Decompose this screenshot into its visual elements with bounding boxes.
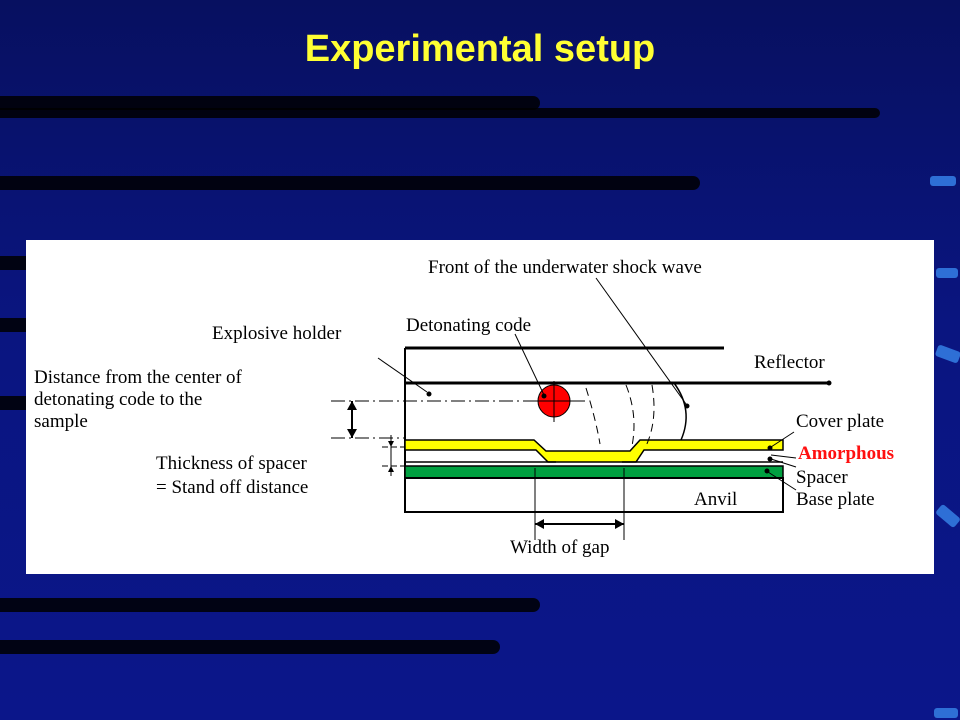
label-thickness-line1: Thickness of spacer (156, 453, 307, 474)
leader-spacer-dot (767, 456, 773, 462)
leader-spacer (770, 458, 797, 468)
anvil-box (404, 477, 784, 513)
label-distance-line2: detonating code to the (34, 389, 203, 410)
label-anvil: Anvil (694, 489, 738, 510)
shock-arc-3 (645, 384, 655, 447)
thickness-arrow-head-up (388, 466, 394, 472)
label-distance-line1: Distance from the center of (34, 367, 242, 388)
label-spacer: Spacer (796, 467, 848, 488)
diagram-panel: Front of the underwater shock wave Deton… (26, 240, 934, 574)
decor-stripe (0, 640, 500, 654)
leader-shock-front (595, 277, 687, 405)
slide-title: Experimental setup (304, 28, 656, 70)
leader-cover-plate (770, 431, 795, 448)
label-width-of-gap: Width of gap (510, 537, 610, 558)
label-shock-front: Front of the underwater shock wave (428, 257, 702, 278)
setup-diagram (331, 277, 832, 540)
gap-arrow-left (535, 519, 544, 529)
label-reflector: Reflector (754, 352, 825, 373)
leader-detonating-code (514, 333, 545, 396)
label-base-plate: Base plate (796, 489, 875, 510)
distance-arrow-head-up (347, 401, 357, 410)
label-cover-plate: Cover plate (796, 411, 885, 432)
reflector-pointer-dot (826, 380, 832, 386)
decor-stripe (0, 176, 700, 190)
thickness-arrow-head-down (388, 441, 394, 447)
cover-plate-shape (404, 439, 784, 463)
shock-front-arc (673, 382, 687, 441)
accent-mark (930, 176, 956, 186)
label-distance-line3: sample (34, 411, 88, 432)
gap-arrow-right (615, 519, 624, 529)
distance-arrow-head-down (347, 429, 357, 438)
label-amorphous: Amorphous (798, 443, 895, 464)
leader-base-plate (767, 471, 797, 491)
leader-holder-dot (426, 391, 432, 397)
decor-stripe (0, 598, 540, 612)
leader-shock-dot (684, 403, 690, 409)
leader-base-dot (764, 468, 770, 474)
leader-amorphous (770, 454, 797, 459)
label-thickness-line2: = Stand off distance (156, 477, 309, 498)
leader-explosive-holder (377, 357, 428, 393)
base-plate-shape (404, 465, 784, 479)
leader-cover-dot (767, 445, 773, 451)
shock-arc-1 (585, 387, 601, 445)
accent-mark (934, 708, 958, 718)
accent-mark (936, 268, 958, 278)
label-detonating-code: Detonating code (406, 315, 532, 336)
shock-arc-2 (625, 384, 635, 447)
decor-stripe (0, 96, 540, 110)
leader-detonating-dot (541, 393, 547, 399)
decor-stripe (0, 108, 880, 118)
label-explosive-holder: Explosive holder (212, 323, 342, 344)
